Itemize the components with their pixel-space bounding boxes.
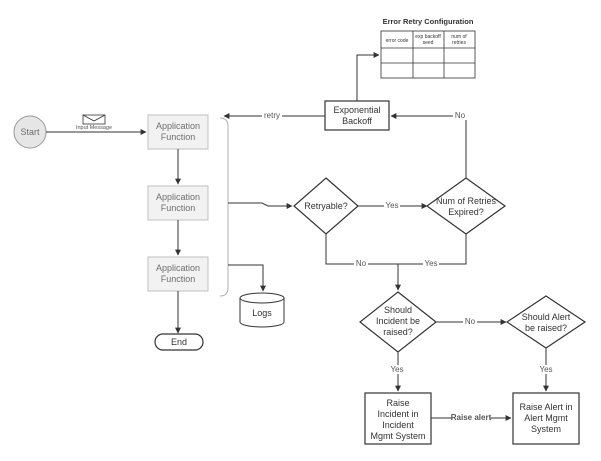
edge-retries-no [390,113,467,178]
raise-alert-node: Raise Alert in Alert Mgmt System [512,392,580,445]
app-functions-bracket [219,117,229,297]
edge-backoff-to-config [356,52,380,101]
raise-incident-line4: Mgmt System [370,431,425,441]
raise-alert-line2: Alert Mgmt [524,413,568,423]
should-incident-line1: Should [384,305,412,315]
input-message-label: Input Message [76,125,112,131]
config-header-exp-backoff: exp backoff [415,34,441,40]
num-retries-line1: Num of Retries [436,196,497,206]
exponential-backoff-line1: Exponential [333,105,380,115]
end-label: End [171,337,187,347]
start-node: Start [13,115,47,149]
app-function-1-line1: Application [156,121,200,131]
incident-yes-label: Yes [390,365,403,374]
config-table-title: Error Retry Configuration [383,17,474,26]
retryable-no-label: No [356,259,367,268]
edge-to-logs [228,264,266,292]
raise-alert-line3: System [531,424,561,434]
end-node: End [154,333,204,351]
incident-no-label: No [465,317,476,326]
app-function-3-line1: Application [156,263,200,273]
should-alert-decision: Should Alert be raised? [505,295,587,349]
config-header-seed: seed [423,40,434,46]
edge-retryable-no [325,234,398,265]
start-label: Start [20,127,40,137]
config-header-retries: retries [452,40,466,46]
should-alert-line1: Should Alert [522,312,571,322]
edge-functions-to-retryable [228,202,293,209]
num-retries-line2: Expired? [448,207,484,217]
app-function-1: Application Function [147,114,209,150]
retryable-decision: Retryable? [293,177,359,235]
envelope-icon [82,114,106,125]
app-function-2: Application Function [147,185,209,221]
raise-alert-line1: Raise Alert in [519,402,572,412]
app-function-3-line2: Function [161,274,196,284]
app-function-2-line1: Application [156,192,200,202]
retries-yes-label: Yes [424,259,437,268]
logs-database-icon: Logs [239,292,285,328]
raise-incident-node: Raise Incident in Incident Mgmt System [364,392,432,445]
exponential-backoff-line2: Backoff [342,116,372,126]
edge-retries-yes [398,234,467,265]
retries-no-label: No [455,111,466,120]
raise-incident-line3: Incident [382,420,414,430]
should-incident-line2: Incident be [376,316,420,326]
raise-incident-line2: Incident in [377,409,418,419]
logs-label: Logs [252,308,272,318]
config-header-num-of: num of [451,34,467,40]
retryable-yes-label: Yes [385,201,398,210]
raise-alert-edge-label: Raise alert [451,413,492,422]
should-incident-decision: Should Incident be raised? [359,291,437,353]
app-function-3: Application Function [147,256,209,292]
app-function-2-line2: Function [161,203,196,213]
retry-label: retry [264,111,280,120]
retryable-label: Retryable? [304,201,348,211]
alert-yes-label: Yes [539,365,552,374]
config-table-frame [380,30,476,79]
config-header-error-code: error code [386,38,409,44]
config-table: Error Retry Configuration error code exp… [380,17,476,79]
exponential-backoff-node: Exponential Backoff [324,100,390,131]
num-retries-decision: Num of Retries Expired? [425,177,507,235]
app-function-1-line2: Function [161,132,196,142]
should-incident-line3: raised? [383,327,413,337]
raise-incident-line1: Raise [386,398,409,408]
should-alert-line2: be raised? [525,323,567,333]
